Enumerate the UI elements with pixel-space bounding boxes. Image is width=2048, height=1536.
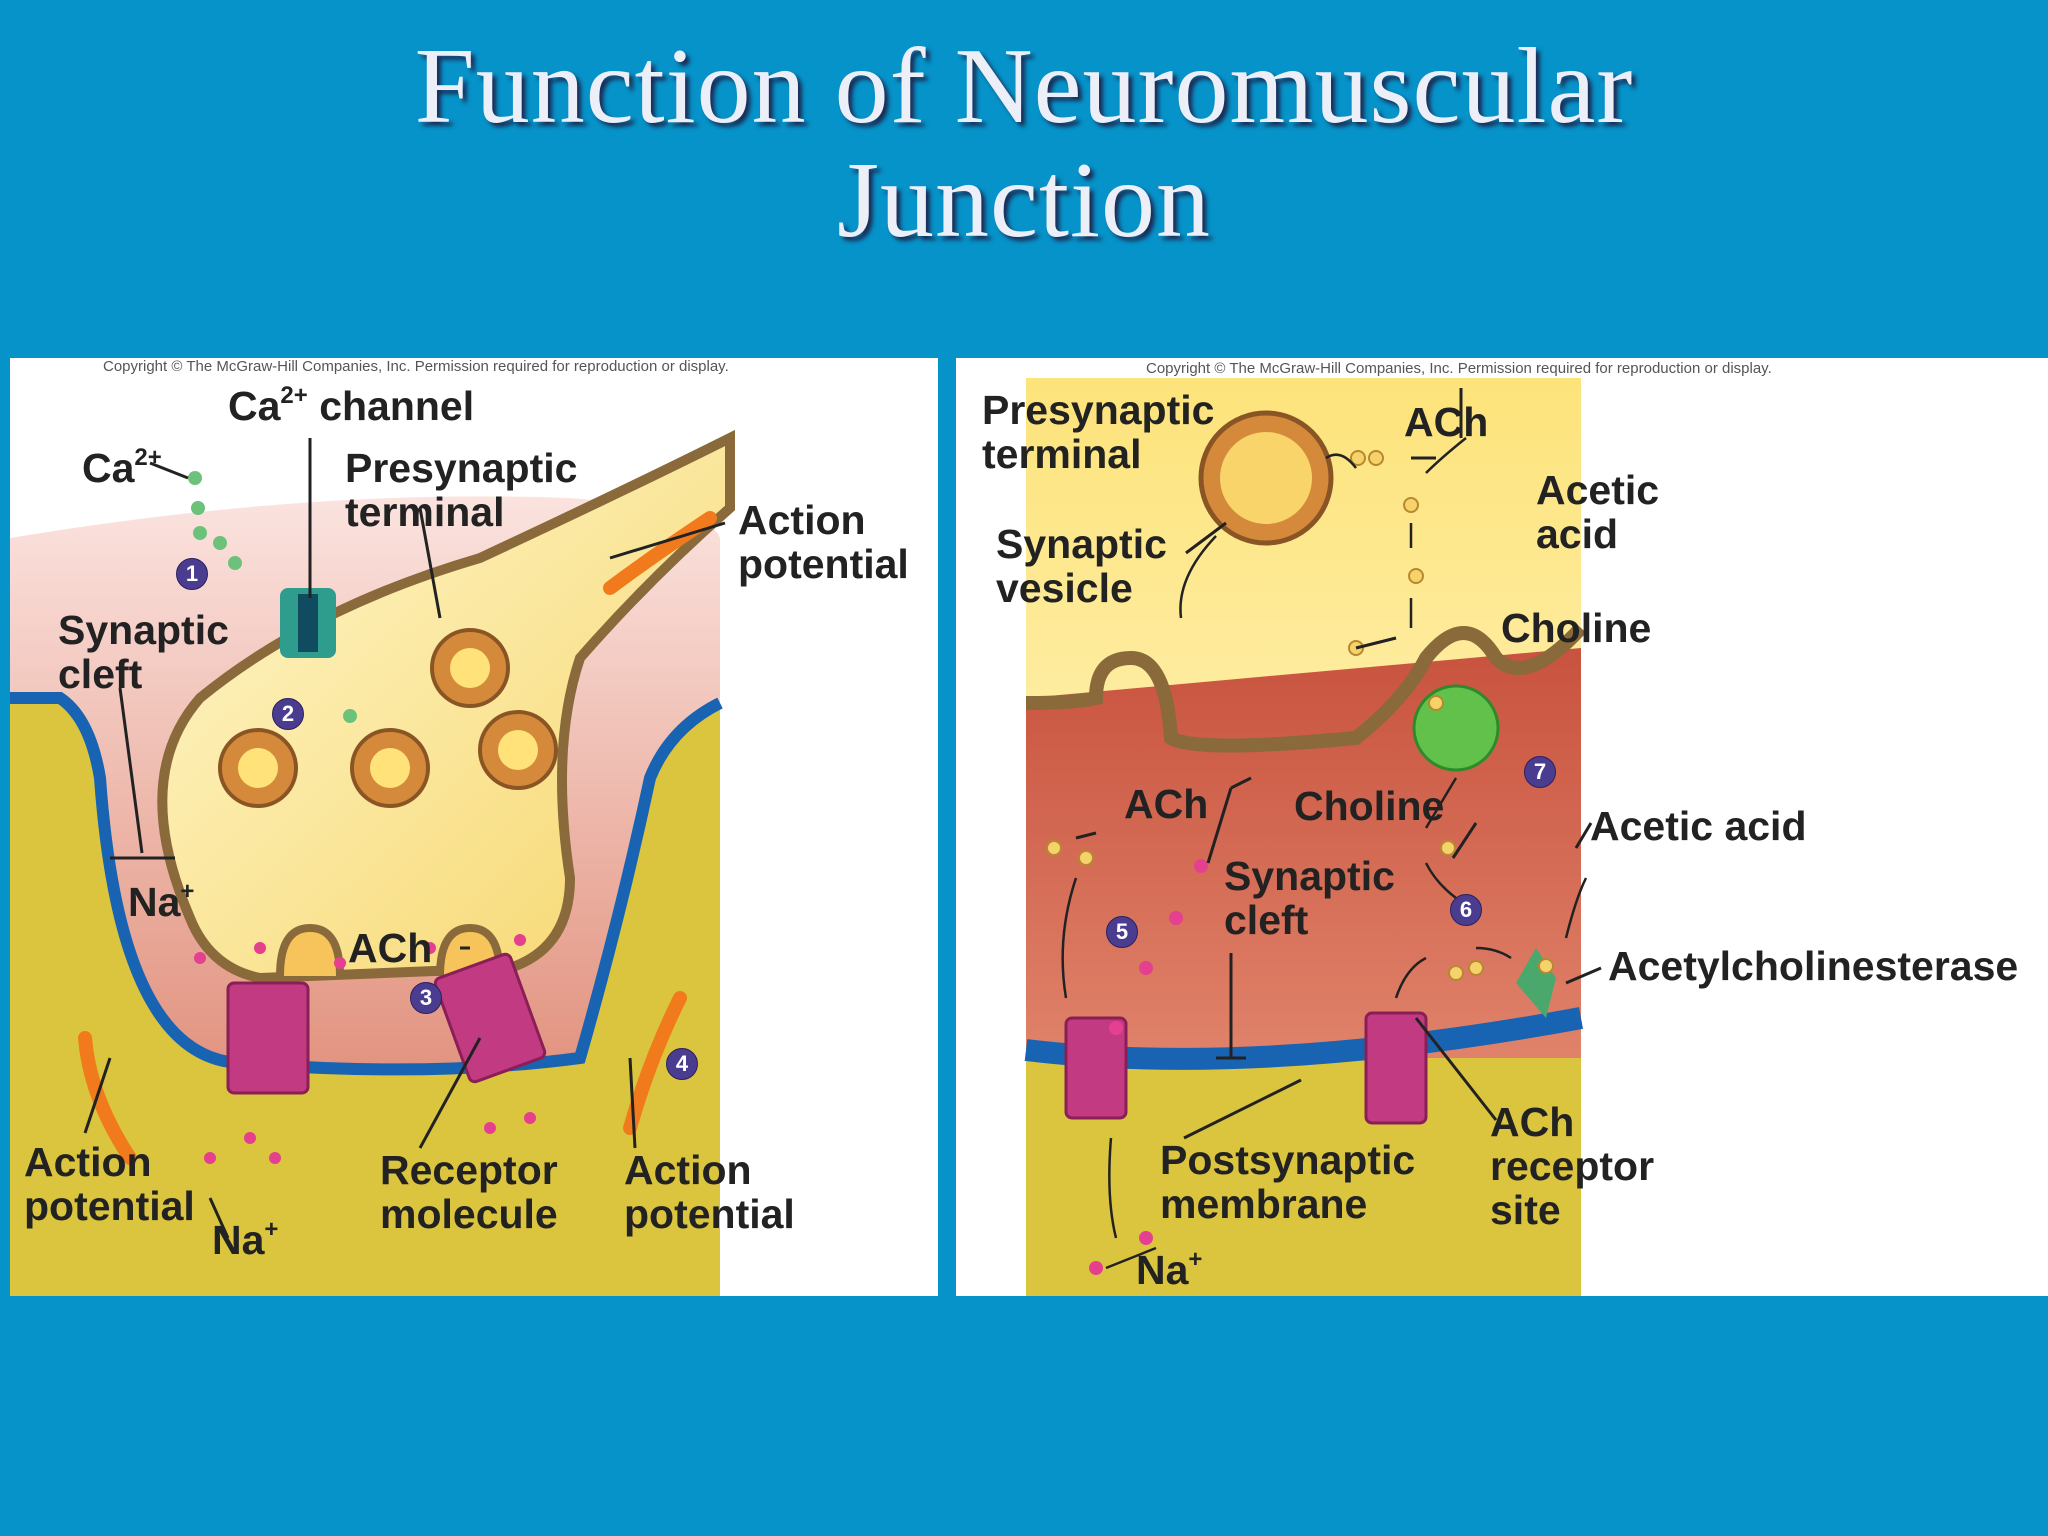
- ca-channel-label-rest: channel: [307, 383, 475, 429]
- presynaptic-terminal-label: Presynaptic terminal: [982, 387, 1215, 477]
- synaptic-vesicle-label: Synaptic vesicle: [996, 521, 1167, 611]
- acetic-acid-top-label: Acetic acid: [1536, 467, 1660, 557]
- ca-ion-label-base: Ca: [82, 445, 135, 491]
- na-label: Na+: [1136, 1246, 1203, 1293]
- synaptic-cleft-label: Synaptic cleft: [58, 607, 229, 697]
- copyright-notice: Copyright © The McGraw-Hill Companies, I…: [1146, 360, 1772, 377]
- synaptic-cleft-label: Synaptic cleft: [1224, 853, 1395, 943]
- ca-ion-label-charge: 2+: [134, 444, 162, 471]
- copyright-notice: Copyright © The McGraw-Hill Companies, I…: [103, 358, 729, 375]
- na-top-label-base: Na: [128, 879, 181, 925]
- step-badge-3: 3: [410, 982, 442, 1014]
- ca-channel-label: Ca2+ channel: [228, 382, 475, 429]
- na-bottom-label: Na+: [212, 1216, 279, 1263]
- na-label-charge: +: [1188, 1246, 1203, 1273]
- left-diagram-panel: Copyright © The McGraw-Hill Companies, I…: [10, 358, 938, 1296]
- ach-mid-label: ACh: [1124, 781, 1209, 827]
- action-potential-left-label: Action potential: [24, 1139, 195, 1229]
- action-potential-right-label: Action potential: [624, 1147, 795, 1237]
- acetylcholinesterase-label: Acetylcholinesterase: [1608, 943, 2019, 989]
- right-diagram-illustration: [1024, 378, 1602, 1296]
- step-badge-6: 6: [1450, 894, 1482, 926]
- slide-title-line-2: Junction: [837, 141, 1211, 260]
- na-label-base: Na: [1136, 1247, 1189, 1293]
- na-bottom-label-charge: +: [264, 1216, 279, 1243]
- ach-top-label: ACh: [1404, 399, 1489, 445]
- acetic-acid-mid-label: Acetic acid: [1590, 803, 1807, 849]
- ach-receptor-site-label: ACh receptor site: [1490, 1099, 1655, 1233]
- ca-channel-label-charge: 2+: [280, 382, 308, 409]
- ca-ion-label: Ca2+: [82, 444, 162, 491]
- left-diagram-illustration: [10, 429, 735, 1296]
- step-badge-4: 4: [666, 1048, 698, 1080]
- receptor-molecule-label: Receptor molecule: [380, 1147, 558, 1237]
- action-potential-top-label: Action potential: [738, 497, 909, 587]
- right-diagram-panel: Copyright © The McGraw-Hill Companies, I…: [956, 358, 2048, 1296]
- na-top-label: Na+: [128, 878, 195, 925]
- na-top-label-charge: +: [180, 878, 195, 905]
- ach-label: ACh: [348, 925, 433, 971]
- step-badge-5: 5: [1106, 916, 1138, 948]
- postsynaptic-membrane-label: Postsynaptic membrane: [1160, 1137, 1416, 1227]
- na-bottom-label-base: Na: [212, 1217, 265, 1263]
- ca-channel-label-base: Ca: [228, 383, 281, 429]
- step-badge-7: 7: [1524, 756, 1556, 788]
- step-badge-2: 2: [272, 698, 304, 730]
- choline-top-label: Choline: [1501, 605, 1652, 651]
- step-badge-1: 1: [176, 558, 208, 590]
- choline-mid-label: Choline: [1294, 783, 1445, 829]
- presynaptic-terminal-label: Presynaptic terminal: [345, 445, 578, 535]
- slide-title-line-1: Function of Neuromuscular: [414, 27, 1634, 146]
